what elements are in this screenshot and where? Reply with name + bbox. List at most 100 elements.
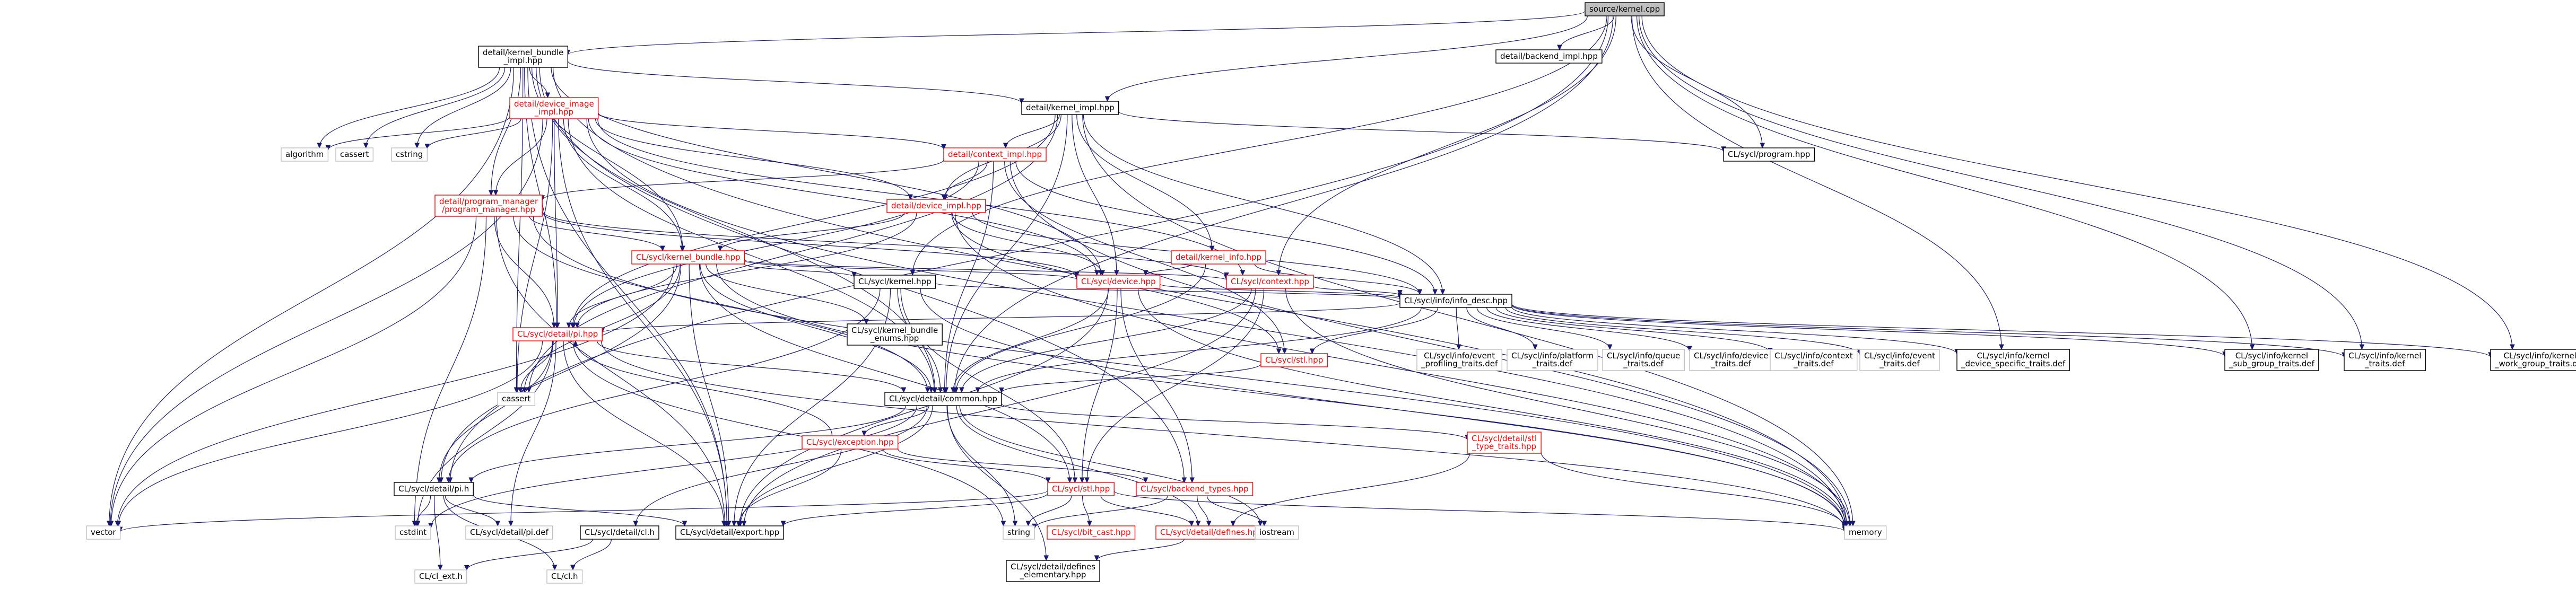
- graph-node-kernel-cpp[interactable]: source/kernel.cpp: [1585, 2, 1665, 16]
- edge-line: [961, 288, 1252, 393]
- graph-nodes: source/kernel.cpp detail/kernel_bundle_im…: [86, 2, 2576, 584]
- graph-node-kernel-impl[interactable]: detail/kernel_impl.hpp: [1021, 101, 1119, 115]
- edge-line: [1100, 495, 1192, 526]
- edge-line: [1118, 111, 1724, 152]
- edge-arrowhead: [545, 92, 551, 99]
- graph-node-kernel-info[interactable]: detail/kernel_info.hpp: [1171, 250, 1266, 265]
- edge-line: [739, 288, 1109, 526]
- node-label: _traits.def: [2364, 359, 2405, 369]
- graph-node-device-hpp[interactable]: CL/sycl/device.hpp: [1076, 275, 1161, 289]
- edge-line: [882, 449, 1049, 483]
- edge-line: [1086, 288, 1265, 483]
- graph-node-program-hpp[interactable]: CL/sycl/program.hpp: [1723, 147, 1815, 162]
- edge-line: [1082, 114, 1853, 526]
- graph-node-cassert-top: cassert: [335, 147, 374, 162]
- graph-node-kernel-device-specific[interactable]: CL/sycl/info/kernel_device_specific_trai…: [1956, 349, 2070, 371]
- graph-node-common-hpp[interactable]: CL/sycl/detail/common.hpp: [884, 392, 1002, 406]
- graph-node-kernel-bundle-hpp[interactable]: CL/sycl/kernel_bundle.hpp: [631, 250, 745, 265]
- graph-edge: [1309, 307, 1439, 355]
- edge-arrowhead: [1046, 477, 1051, 483]
- graph-node-kernel-bundle-impl[interactable]: detail/kernel_bundle_impl.hpp: [478, 46, 569, 68]
- node-box: [2224, 349, 2319, 371]
- edge-line: [1028, 495, 1072, 526]
- graph-edge: [741, 288, 1256, 527]
- edge-line: [1015, 161, 1435, 295]
- graph-edge: [494, 216, 557, 329]
- graph-edge: [1541, 452, 1847, 528]
- node-label: CL/sycl/exception.hpp: [806, 437, 894, 447]
- graph-node-kernel-traits[interactable]: CL/sycl/info/kernel_traits.def: [2344, 349, 2426, 371]
- graph-node-defines-elementary[interactable]: CL/sycl/detail/defines_elementary.hpp: [1006, 560, 1100, 582]
- edge-line: [1009, 161, 1851, 526]
- graph-node-cl-h-hpp[interactable]: CL/sycl/detail/cl.h: [580, 525, 659, 540]
- graph-node-pi-h[interactable]: CL/sycl/detail/pi.h: [394, 482, 474, 496]
- edge-arrowhead: [726, 521, 732, 527]
- graph-node-cstdint: cstdint: [395, 525, 431, 540]
- edge-arrowhead: [488, 190, 494, 196]
- node-label: _enums.hpp: [870, 333, 919, 344]
- graph-node-context-hpp[interactable]: CL/sycl/context.hpp: [1226, 275, 1314, 289]
- graph-edge: [946, 405, 1018, 527]
- graph-edge: [414, 67, 511, 149]
- graph-edge: [1094, 539, 1185, 561]
- graph-node-kernel-work-group[interactable]: CL/sycl/info/kernel_work_group_traits.de…: [2490, 349, 2576, 371]
- graph-node-cl-sycl-hpp[interactable]: CL/sycl/stl.hpp: [1047, 482, 1115, 496]
- graph-node-backend-impl[interactable]: detail/backend_impl.hpp: [1495, 49, 1603, 64]
- graph-node-kernel-hpp[interactable]: CL/sycl/kernel.hpp: [854, 275, 936, 289]
- edge-line: [1096, 539, 1185, 561]
- edge-arrowhead: [1181, 477, 1187, 483]
- graph-edge: [1637, 15, 2255, 350]
- edge-line: [1001, 363, 1261, 393]
- graph-node-defines-hpp[interactable]: CL/sycl/detail/defines.hpp: [1155, 525, 1268, 540]
- graph-edge: [1118, 111, 1726, 153]
- graph-node-backend-types[interactable]: CL/sycl/backend_types.hpp: [1136, 482, 1254, 496]
- edge-arrowhead: [1003, 143, 1008, 149]
- edge-arrowhead: [1206, 521, 1212, 527]
- node-box: [546, 569, 583, 584]
- edge-line: [434, 495, 441, 570]
- graph-edge: [1456, 307, 1461, 350]
- edge-arrowhead: [1432, 289, 1438, 295]
- graph-node-kernel-bundle-enums[interactable]: CL/sycl/kernel_bundle_enums.hpp: [847, 323, 943, 346]
- graph-node-stl-type-traits[interactable]: CL/sycl/detail/stl_type_traits.hpp: [1467, 432, 1542, 454]
- edge-line: [471, 405, 906, 483]
- graph-edge: [1113, 490, 1847, 532]
- node-label: string: [1007, 528, 1030, 537]
- graph-node-exception-hpp[interactable]: CL/sycl/exception.hpp: [802, 435, 899, 450]
- edge-line: [699, 263, 1071, 483]
- graph-node-device-image-impl[interactable]: detail/device_image_impl.hpp: [509, 97, 599, 119]
- graph-node-stl-hpp[interactable]: CL/sycl/stl.hpp: [1260, 353, 1328, 367]
- graph-node-device-impl[interactable]: detail/device_impl.hpp: [886, 199, 986, 213]
- graph-edge: [942, 161, 994, 393]
- edge-arrowhead: [851, 271, 857, 278]
- graph-node-bit-cast[interactable]: CL/sycl/bit_cast.hpp: [1047, 525, 1136, 540]
- node-label: _traits.def: [1711, 359, 1752, 369]
- graph-edge: [572, 340, 1006, 527]
- edge-line: [744, 263, 855, 277]
- graph-node-info-desc[interactable]: CL/sycl/info/info_desc.hpp: [1399, 294, 1512, 308]
- edge-arrowhead: [1282, 348, 1287, 355]
- edge-arrowhead: [942, 387, 947, 393]
- graph-node-kernel-sub-group[interactable]: CL/sycl/info/kernel_sub_group_traits.def: [2224, 349, 2319, 371]
- node-box: [1047, 525, 1136, 540]
- edge-line: [494, 216, 555, 328]
- edge-arrowhead: [1760, 143, 1765, 149]
- node-label: CL/sycl/detail/pi.def: [470, 528, 549, 537]
- edge-line: [1137, 288, 1846, 526]
- graph-node-program-manager[interactable]: detail/program_manager/program_manager.h…: [434, 195, 543, 217]
- edge-arrowhead: [1309, 348, 1315, 355]
- edge-arrowhead: [1067, 477, 1073, 483]
- graph-edge: [1076, 114, 1215, 252]
- graph-node-context-impl[interactable]: detail/context_impl.hpp: [943, 147, 1047, 162]
- edge-line: [1107, 15, 1588, 102]
- node-label: _impl.hpp: [503, 56, 543, 66]
- graph-edge: [689, 263, 732, 527]
- graph-edge: [566, 263, 677, 329]
- node-label: cstdint: [399, 528, 427, 537]
- node-label: _device_specific_traits.def: [1961, 359, 2066, 369]
- graph-edge: [736, 449, 842, 527]
- graph-node-export-hpp[interactable]: CL/sycl/detail/export.hpp: [675, 525, 784, 540]
- graph-node-pi-hpp[interactable]: CL/sycl/detail/pi.hpp: [512, 327, 603, 341]
- edge-arrowhead: [493, 190, 499, 196]
- graph-edge: [1476, 307, 1613, 350]
